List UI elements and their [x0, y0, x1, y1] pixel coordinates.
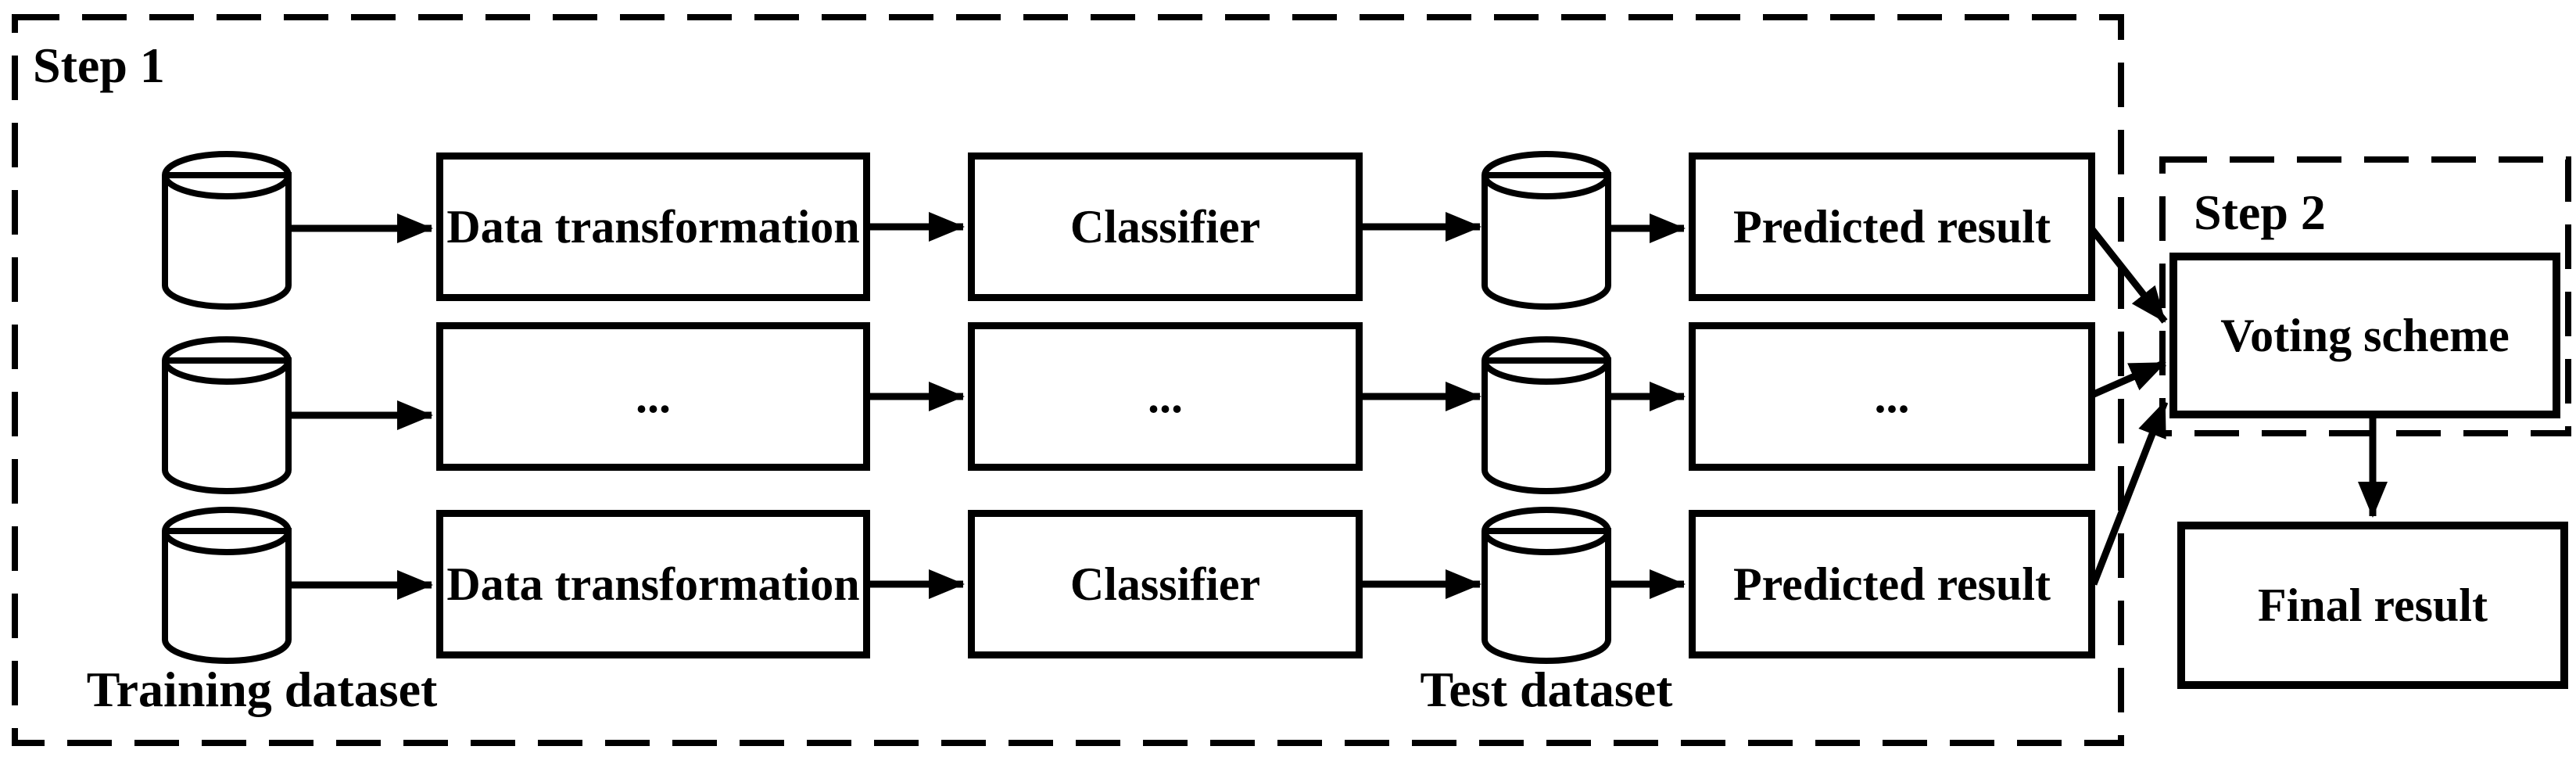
transformation-box-2: ...	[436, 322, 870, 471]
training-dataset-cylinder-1	[162, 151, 292, 310]
transformation-box-1: Data transformation	[436, 152, 870, 301]
arrow-predicted-to-voting-3	[2090, 400, 2169, 586]
classifier-box-2: ...	[968, 322, 1363, 471]
arrow-predicted-to-voting-1	[2088, 226, 2168, 324]
transformation-box-3: Data transformation	[436, 510, 870, 658]
predicted-result-box-1: Predicted result	[1689, 152, 2095, 301]
training-dataset-cylinder-3	[162, 507, 292, 664]
classifier-box-3: Classifier	[968, 510, 1363, 658]
test-dataset-cylinder-1	[1481, 151, 1611, 310]
step1-dashed-border	[12, 14, 2124, 746]
training-dataset-cylinder-2	[162, 336, 292, 494]
test-dataset-cylinder-2	[1481, 336, 1611, 494]
voting-scheme-box: Voting scheme	[2169, 253, 2560, 418]
test-dataset-label: Test dataset	[1420, 662, 1673, 717]
test-dataset-cylinder-3	[1481, 507, 1611, 664]
predicted-result-box-3: Predicted result	[1689, 510, 2095, 658]
step2-label: Step 2	[2194, 185, 2326, 240]
arrow-predicted-to-voting-2	[2091, 359, 2166, 399]
final-result-box: Final result	[2177, 522, 2568, 689]
predicted-result-box-2: ...	[1689, 322, 2095, 471]
step1-label: Step 1	[33, 38, 165, 93]
training-dataset-label: Training dataset	[86, 662, 438, 717]
classifier-box-1: Classifier	[968, 152, 1363, 301]
